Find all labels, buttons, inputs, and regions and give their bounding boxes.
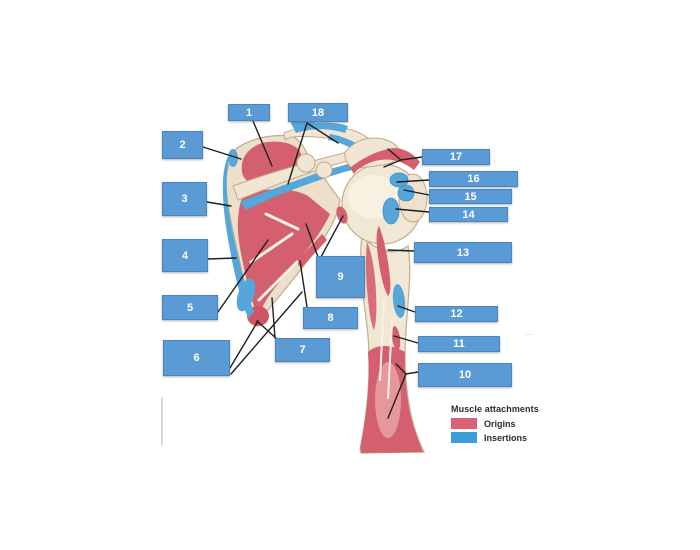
spine-root-knob-2 — [315, 161, 333, 179]
leader-line-2 — [202, 146, 242, 160]
leader-line-6a — [229, 320, 259, 369]
deltoid-tuberosity-insertion — [392, 284, 406, 318]
leader-line-10b — [387, 373, 407, 419]
leader-line-1 — [252, 120, 273, 167]
leader-line-7a — [271, 297, 276, 339]
leader-line-18b — [287, 122, 308, 185]
label-box-12[interactable]: 12 — [415, 306, 498, 322]
infraglenoid-origin-1 — [300, 214, 312, 232]
distal-shaft-wash — [375, 362, 401, 438]
label-box-9[interactable]: 9 — [316, 256, 365, 298]
leader-line-8 — [299, 260, 308, 308]
label-box-10[interactable]: 10 — [418, 363, 512, 387]
leader-line-11 — [393, 335, 419, 344]
infraglenoid-origin-2 — [336, 206, 348, 224]
leader-line-7b — [256, 320, 278, 340]
shaft-streaks — [379, 299, 393, 399]
distal-ridge-origin — [391, 326, 401, 350]
leader-line-9b — [320, 215, 344, 258]
shaft-medial-origin — [365, 242, 377, 330]
label-box-4[interactable]: 4 — [162, 239, 208, 272]
label-box-16[interactable]: 16 — [429, 171, 518, 187]
insertions-label: Insertions — [484, 432, 528, 443]
label-box-11[interactable]: 11 — [418, 336, 500, 352]
artifact-dots: … — [524, 327, 535, 338]
label-box-6[interactable]: 6 — [163, 340, 230, 376]
label-box-3[interactable]: 3 — [162, 182, 207, 216]
medial-border-insertion — [222, 152, 254, 318]
leader-line-17b — [383, 159, 402, 168]
label-box-13[interactable]: 13 — [414, 242, 512, 263]
leader-line-12 — [397, 305, 416, 313]
legend-row-insertions: Insertions — [451, 432, 601, 443]
lower-medial-insertion — [236, 278, 256, 312]
inferior-facet-insertion — [382, 197, 400, 225]
label-box-7[interactable]: 7 — [275, 338, 330, 362]
label-box-15[interactable]: 15 — [429, 189, 512, 204]
deltoid-crest-origin — [350, 148, 420, 174]
spine-insertion — [240, 159, 373, 210]
leader-lines — [202, 120, 430, 419]
spine-root-knob-1 — [296, 153, 316, 173]
leader-line-15 — [403, 189, 430, 196]
legend-row-origins: Origins — [451, 418, 601, 429]
lateral-border-origin — [296, 234, 327, 268]
leader-line-9a — [305, 223, 319, 258]
shaft-lateral-origin — [376, 226, 391, 296]
leader-line-4 — [207, 257, 237, 260]
label-box-18[interactable]: 18 — [288, 103, 348, 122]
label-box-2[interactable]: 2 — [162, 131, 203, 159]
leader-line-13 — [387, 249, 415, 252]
leader-line-6b — [230, 291, 303, 375]
middle-facet-insertion — [397, 184, 415, 202]
label-box-17[interactable]: 17 — [422, 149, 490, 165]
tendon-streaks — [249, 212, 300, 302]
legend: Muscle attachments Origins Insertions — [451, 404, 601, 446]
faint-edge-line — [161, 397, 163, 445]
superior-angle-insertion — [228, 149, 238, 167]
label-box-14[interactable]: 14 — [429, 207, 508, 222]
legend-title: Muscle attachments — [451, 404, 539, 414]
label-box-8[interactable]: 8 — [303, 307, 358, 329]
leader-line-16 — [396, 179, 430, 183]
leader-line-5 — [217, 239, 269, 313]
label-box-5[interactable]: 5 — [162, 295, 218, 320]
leader-line-18a — [306, 122, 339, 144]
superior-facet-insertion — [389, 172, 409, 188]
insertions-swatch — [451, 432, 477, 443]
leader-line-3 — [206, 201, 232, 207]
origins-label: Origins — [484, 418, 516, 429]
leader-line-14 — [395, 208, 430, 213]
origins-swatch — [451, 418, 477, 429]
label-box-1[interactable]: 1 — [228, 104, 270, 121]
